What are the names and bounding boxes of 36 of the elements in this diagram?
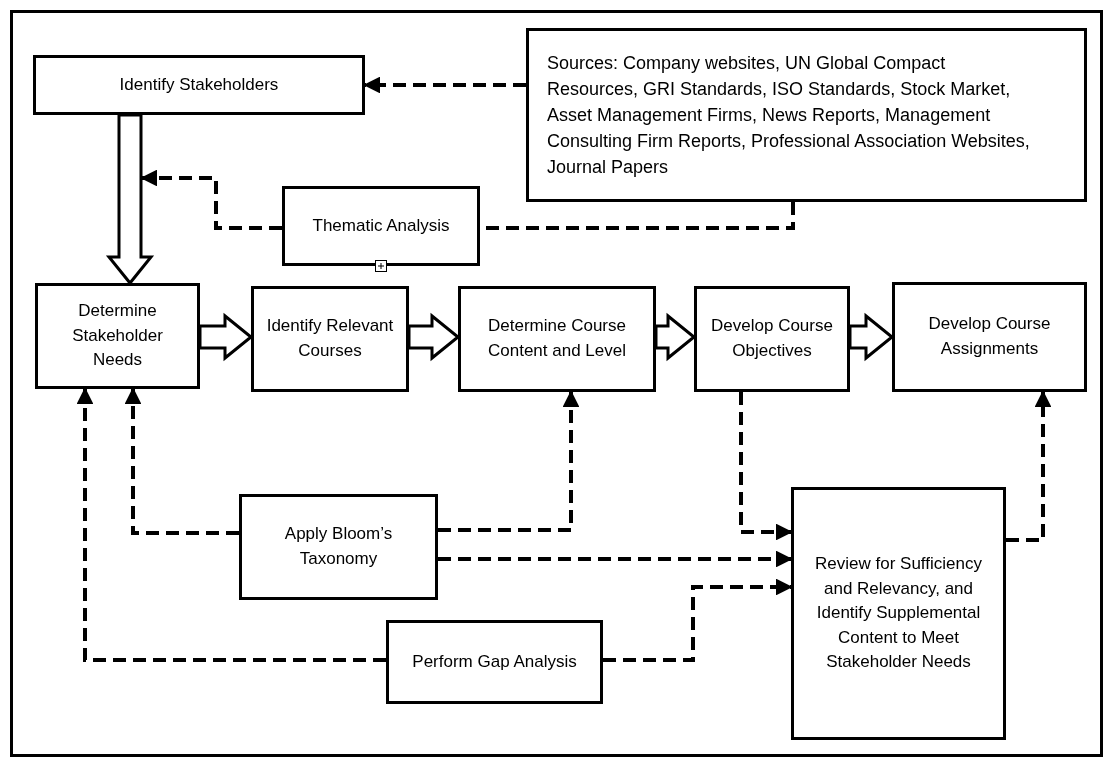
process-box: [386, 620, 603, 704]
process-box: [239, 494, 438, 600]
process-box: [282, 186, 480, 266]
block-arrow: [105, 113, 155, 286]
dashed-arrow: [140, 169, 282, 230]
process-box: [458, 286, 656, 392]
node-text: Identify Stakeholders: [119, 73, 279, 96]
process-box: [35, 283, 200, 389]
node-text: Identify Relevant Courses: [265, 315, 395, 362]
node-text: Thematic Analysis: [312, 214, 450, 237]
dashed-arrow: [124, 387, 239, 535]
dashed-arrow: [1006, 390, 1052, 542]
node-text: Develop Course Objectives: [710, 315, 834, 362]
dashed-arrow: [438, 390, 580, 532]
dashed-arrow: [438, 550, 793, 568]
block-arrow: [848, 312, 895, 362]
node-text: Apply Bloom’s Taxonomy: [283, 523, 394, 570]
node-text: Determine Stakeholder Needs: [71, 300, 164, 372]
block-arrow: [198, 312, 254, 362]
process-box: [251, 286, 409, 392]
dashed-arrow: [76, 387, 386, 662]
node-text: Review for Sufficiency and Relevancy, and Identify Supplemental Content to Meet Stakeholder Needs: [814, 552, 983, 674]
dashed-arrow: [739, 392, 793, 541]
node-text: Sources: Company websites, UN Global Compact Resources, GRI Standards, ISO Standards, Stock Market, Asset Management Firms, News Reports, Management Consulting Firm Reports, Professional Association Websites, Journal Papers: [547, 51, 1031, 180]
node-text: Develop Course Assignments: [927, 313, 1052, 360]
block-arrow: [654, 312, 697, 362]
dashed-arrow: [603, 578, 793, 662]
block-arrow: [407, 312, 461, 362]
sources-box: [526, 28, 1087, 202]
process-box: [694, 286, 850, 392]
dashed-arrow: [363, 76, 526, 94]
process-box: [33, 55, 365, 115]
process-box: [791, 487, 1006, 740]
node-text: Determine Course Content and Level: [487, 315, 627, 362]
node-text: Perform Gap Analysis: [412, 650, 577, 673]
process-box: [892, 282, 1087, 392]
